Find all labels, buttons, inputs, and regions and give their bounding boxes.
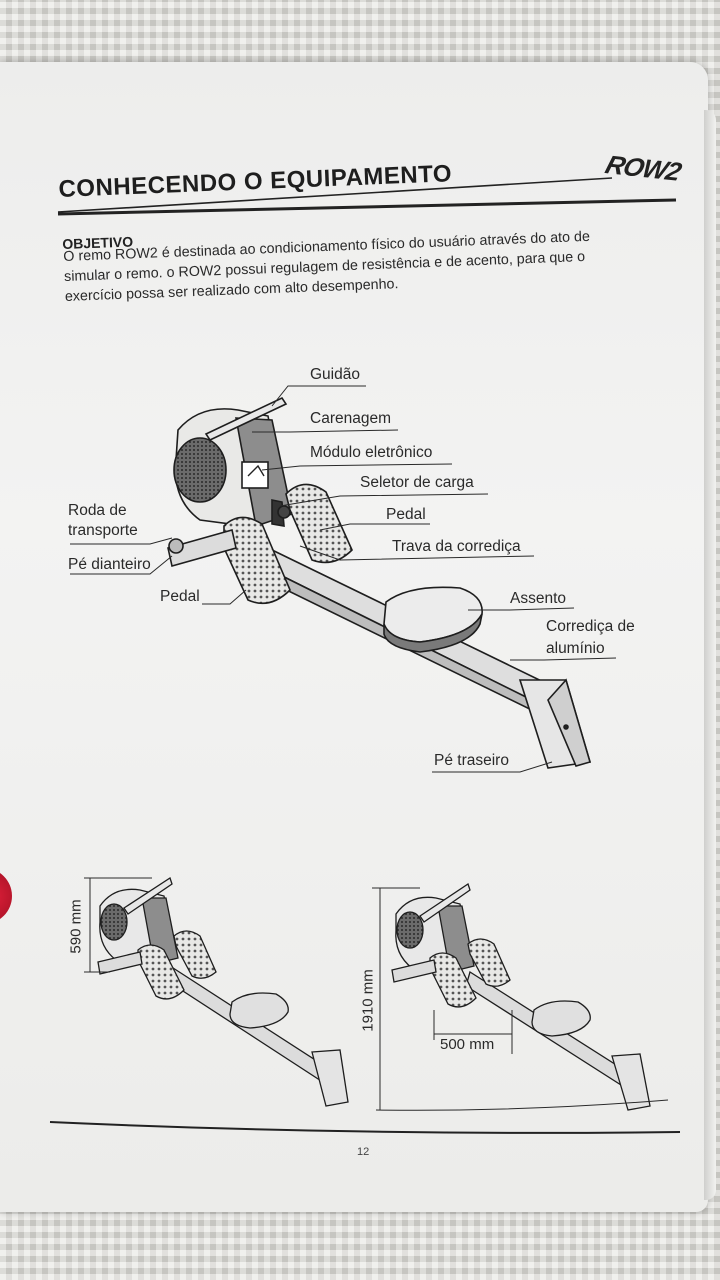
label-aluminio: alumínio xyxy=(546,640,605,657)
label-trava-da-corredica: Trava da corrediça xyxy=(392,538,521,555)
page-number: 12 xyxy=(357,1146,370,1158)
rowing-machine-icon xyxy=(97,876,349,1107)
header-rule-top xyxy=(57,177,613,213)
label-pedal-right: Pedal xyxy=(386,506,426,523)
height-dimension: 590 mm xyxy=(67,899,85,954)
label-corredica-de: Corrediça de xyxy=(546,618,635,635)
label-transporte: transporte xyxy=(68,522,138,539)
label-pe-traseiro: Pé traseiro xyxy=(434,752,509,769)
label-modulo-eletronico: Módulo eletrônico xyxy=(310,444,433,461)
height-dimension-line xyxy=(84,877,152,973)
label-pe-dianteiro: Pé dianteiro xyxy=(68,556,151,573)
leader-lines xyxy=(70,385,617,773)
label-seletor-de-carga: Seletor de carga xyxy=(360,474,474,491)
header-rule-bottom xyxy=(57,198,677,216)
length-dimension-line xyxy=(372,887,420,1110)
label-pedal-left: Pedal xyxy=(160,588,200,605)
floor-line xyxy=(375,1099,669,1111)
rowing-machine-icon xyxy=(391,882,651,1111)
rowing-machine-icon xyxy=(167,396,592,769)
travel-dimension: 500 mm xyxy=(440,1036,495,1053)
length-dimension: 1910 mm xyxy=(359,969,377,1032)
label-roda-de: Roda de xyxy=(68,502,127,519)
label-carenagem: Carenagem xyxy=(310,410,391,427)
page-edge xyxy=(704,110,716,1200)
label-guidao: Guidão xyxy=(310,366,360,383)
travel-dimension-line xyxy=(433,1010,513,1054)
label-assento: Assento xyxy=(510,590,567,607)
footer-rule xyxy=(49,1121,681,1134)
